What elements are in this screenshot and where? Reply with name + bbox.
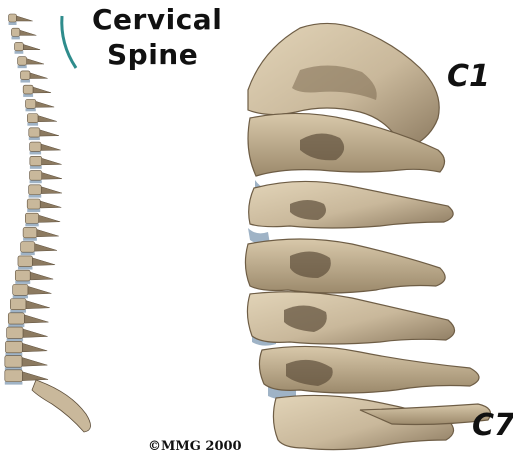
spine-vertebra <box>18 57 27 65</box>
spine-vertebra <box>20 71 30 80</box>
spine-vertebra <box>15 270 30 281</box>
spine-disc <box>18 267 33 270</box>
spine-disc <box>11 36 19 39</box>
spine-disc <box>8 324 24 327</box>
spine-disc <box>9 22 17 25</box>
spine-process <box>23 329 47 337</box>
spine-vertebra <box>30 142 41 151</box>
spine-process <box>36 101 54 107</box>
spine-process <box>39 215 60 222</box>
spine-disc <box>10 310 26 313</box>
spine-disc <box>5 382 23 385</box>
spine-process <box>30 272 53 280</box>
c1-label: C1 <box>447 59 490 94</box>
spine-disc <box>26 108 36 111</box>
spine-process <box>28 286 51 294</box>
spine-process <box>42 158 62 165</box>
spine-process <box>41 187 62 194</box>
spine-vertebra <box>23 227 37 237</box>
spine-process <box>33 258 56 266</box>
spine-process <box>22 372 48 381</box>
spine-vertebra <box>18 256 33 267</box>
spine-disc <box>30 166 42 169</box>
spine-vertebra <box>30 171 42 181</box>
spine-disc <box>18 65 27 68</box>
spine-vertebra <box>23 85 33 94</box>
cervical-title-line2: Spine <box>107 38 198 71</box>
spine-disc <box>25 223 38 226</box>
spine-vertebra <box>29 128 40 137</box>
spine-vertebra <box>7 327 23 338</box>
spine-vertebra <box>27 114 38 123</box>
spine-vertebra <box>27 199 40 209</box>
spine-vertebra <box>13 284 28 295</box>
c7-label: C7 <box>472 408 513 443</box>
spine-process <box>40 130 59 136</box>
spine-process <box>20 30 36 35</box>
spine-disc <box>23 94 33 97</box>
spine-process <box>22 343 47 352</box>
spine-process <box>23 44 40 49</box>
spine-vertebra <box>5 370 23 382</box>
cervical-bracket <box>62 16 76 68</box>
spine-vertebra <box>5 356 22 368</box>
spine-process <box>41 144 60 150</box>
spine-process <box>37 229 59 236</box>
copyright-notice: ©MMG 2000 <box>148 439 242 454</box>
spine-process <box>38 116 57 122</box>
spine-vertebra <box>10 299 26 310</box>
spine-disc <box>15 281 30 284</box>
spine-process <box>42 173 62 180</box>
cervical-title-line1: Cervical <box>92 3 222 36</box>
spine-vertebra <box>9 14 17 22</box>
spine-disc <box>13 295 28 298</box>
spine-vertebra <box>30 156 42 166</box>
spine-disc <box>29 137 40 140</box>
spine-disc <box>27 209 40 212</box>
spine-process <box>24 315 48 323</box>
spine-vertebra <box>29 185 42 195</box>
spine-process <box>33 87 51 93</box>
spine-vertebra <box>25 213 38 223</box>
spine-disc <box>23 238 37 241</box>
spine-process <box>26 301 50 309</box>
spine-disc <box>30 151 41 154</box>
spine-vertebra <box>21 242 35 252</box>
full-spine <box>5 14 91 432</box>
spine-process <box>17 16 33 21</box>
spine-vertebra <box>11 28 19 36</box>
spine-disc <box>21 252 35 255</box>
spine-disc <box>27 123 38 126</box>
spine-process <box>40 201 61 208</box>
spine-vertebra <box>26 99 36 108</box>
spine-process <box>30 73 48 79</box>
spine-process <box>22 358 47 367</box>
sacrum <box>32 380 91 432</box>
spine-disc <box>15 51 24 54</box>
spine-process <box>35 244 57 251</box>
spine-vertebra <box>5 341 22 353</box>
spine-process <box>27 59 44 64</box>
spine-vertebra <box>8 313 24 324</box>
spine-disc <box>29 195 42 198</box>
spine-disc <box>20 80 30 83</box>
spine-vertebra <box>15 42 24 50</box>
spine-disc <box>30 180 42 183</box>
